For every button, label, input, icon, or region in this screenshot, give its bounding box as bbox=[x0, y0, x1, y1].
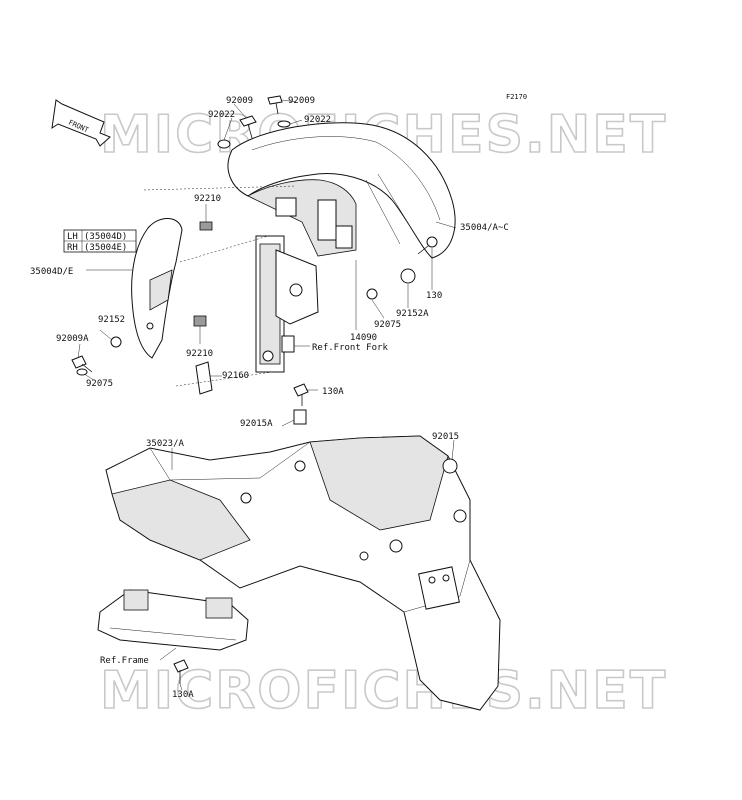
bolt-92009-right-icon bbox=[267, 95, 283, 115]
leader-lines bbox=[77, 99, 457, 691]
label-130: 130 bbox=[426, 291, 442, 301]
clip-nut-92210-icon bbox=[199, 221, 213, 231]
label-92210-top: 92210 bbox=[194, 194, 221, 204]
washer-92022-right-icon bbox=[277, 120, 291, 128]
label-92152a: 92152A bbox=[396, 309, 429, 319]
collar-92015a-icon bbox=[293, 409, 307, 425]
label-92075-left: 92075 bbox=[86, 379, 113, 389]
label-14090: 14090 bbox=[350, 333, 377, 343]
washer-92075-left-icon bbox=[76, 368, 88, 376]
label-92160: 92160 bbox=[222, 371, 249, 381]
nut-92152a-icon bbox=[400, 268, 416, 284]
label-92210-lower: 92210 bbox=[186, 349, 213, 359]
legend-rh-part: (35004E) bbox=[84, 243, 127, 253]
label-92022-right: 92022 bbox=[304, 115, 331, 125]
label-ref-frame: Ref.Frame bbox=[100, 656, 149, 666]
bolt-130a-icon bbox=[293, 383, 309, 406]
label-130a-top: 130A bbox=[322, 387, 344, 397]
label-130a-bottom: 130A bbox=[172, 690, 194, 700]
label-35023a: 35023/A bbox=[146, 439, 185, 449]
label-ref-front-fork: Ref.Front Fork bbox=[312, 343, 388, 353]
bolt-92009-icon bbox=[239, 115, 257, 139]
bolt-92009a-icon bbox=[71, 355, 87, 369]
bolt-130-icon bbox=[426, 236, 438, 248]
frame bbox=[97, 589, 249, 651]
grommet-92160-icon bbox=[195, 361, 213, 395]
label-92009-left: 92009 bbox=[226, 96, 253, 106]
nut-92152-icon bbox=[110, 336, 122, 348]
rear-fender bbox=[105, 435, 501, 711]
label-92015: 92015 bbox=[432, 432, 459, 442]
label-92009a: 92009A bbox=[56, 334, 89, 344]
nut-92015-icon bbox=[442, 458, 458, 474]
label-35004ac: 35004/A~C bbox=[460, 223, 509, 233]
label-92152: 92152 bbox=[98, 315, 125, 325]
figure-code: F2170 bbox=[506, 93, 527, 101]
label-92015a: 92015A bbox=[240, 419, 273, 429]
washer-92075-icon bbox=[366, 288, 378, 300]
front-fork bbox=[255, 235, 319, 373]
washer-92022-icon bbox=[217, 139, 231, 149]
bolt-130a-lower-icon bbox=[173, 659, 189, 684]
legend-lh-side: LH bbox=[67, 232, 78, 242]
clip-nut-92210-lower-icon bbox=[193, 315, 207, 327]
label-92075-right: 92075 bbox=[374, 320, 401, 330]
side-legend-table: LH (35004D) RH (35004E) bbox=[63, 229, 137, 253]
fender-side-panel bbox=[131, 218, 183, 359]
label-35004de: 35004D/E bbox=[30, 267, 73, 277]
watermark-bottom: MICROFICHES.NET bbox=[100, 661, 667, 721]
label-92009-right: 92009 bbox=[288, 96, 315, 106]
legend-rh-side: RH bbox=[67, 243, 78, 253]
legend-lh-part: (35004D) bbox=[84, 232, 127, 242]
label-92022-left: 92022 bbox=[208, 110, 235, 120]
